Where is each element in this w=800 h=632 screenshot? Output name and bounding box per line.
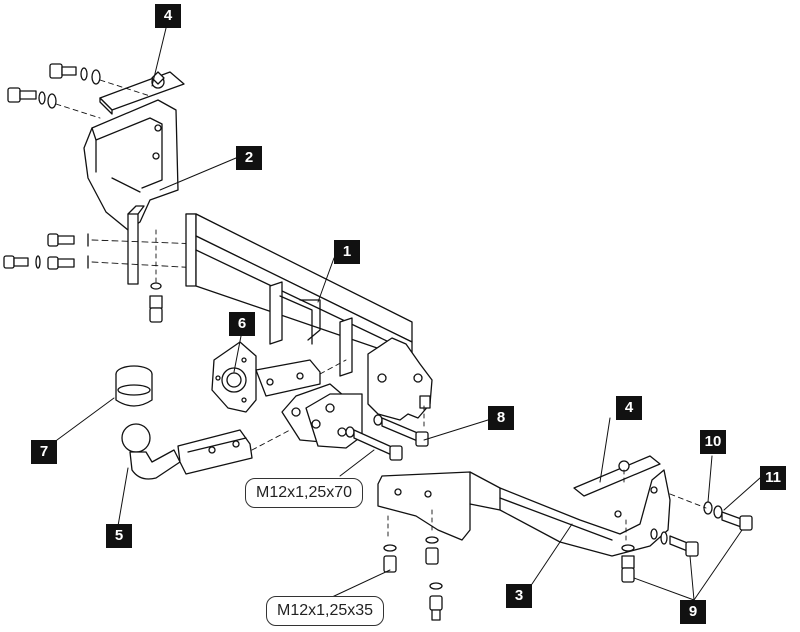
upper-mounting-plate — [99, 71, 185, 115]
socket-bracket — [211, 341, 347, 413]
bolts-m12x35 — [383, 509, 443, 621]
callout-1: 1 — [334, 240, 360, 264]
callout-5: 5 — [106, 524, 132, 548]
crossbar-end-bracket — [367, 337, 433, 421]
bolts-m12x70 — [345, 405, 429, 461]
callout-4-right: 4 — [616, 396, 642, 420]
side-bolts — [3, 229, 201, 323]
tow-ball — [121, 423, 291, 480]
upper-left-bolts — [7, 63, 151, 119]
bolts-part-9 — [621, 493, 753, 583]
callout-11: 11 — [760, 466, 786, 490]
callout-9: 9 — [680, 600, 706, 624]
bolt-spec-70-label: M12x1,25x70 — [245, 478, 364, 508]
callout-10: 10 — [700, 430, 726, 454]
side-bracket — [83, 99, 179, 285]
callout-2: 2 — [236, 146, 262, 170]
right-mounting-plate — [573, 455, 661, 497]
ball-cover-cap — [115, 365, 153, 407]
callout-3: 3 — [506, 584, 532, 608]
main-crossbar — [185, 213, 413, 377]
right-side-bracket — [377, 469, 671, 557]
ball-mount-plates — [281, 383, 363, 449]
leader-lines — [56, 23, 761, 601]
callout-6: 6 — [229, 312, 255, 336]
callout-7: 7 — [31, 440, 57, 464]
callout-4-top: 4 — [155, 4, 181, 28]
callout-8: 8 — [488, 406, 514, 430]
bolt-spec-35-label: M12x1,25x35 — [266, 596, 385, 626]
